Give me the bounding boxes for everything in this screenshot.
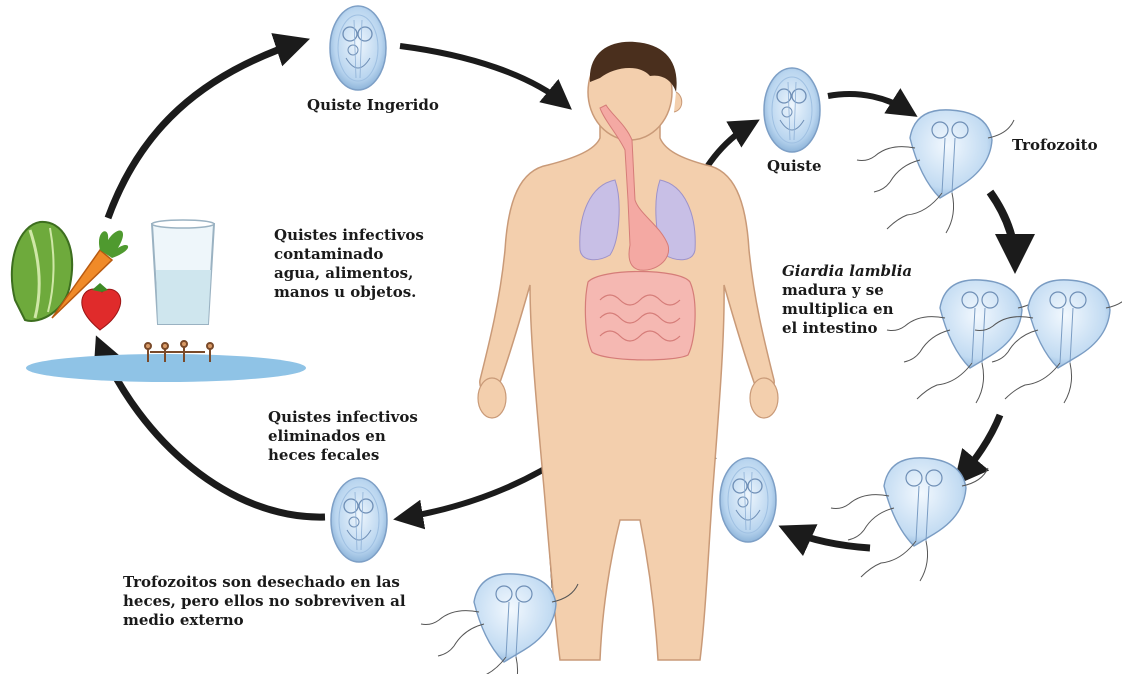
species-name: Giardia lamblia: [782, 262, 912, 281]
label-line: contaminado: [274, 245, 424, 264]
label-line: heces fecales: [268, 446, 418, 465]
strawberry-icon: [82, 283, 121, 330]
label-quiste-ingerido: Quiste Ingerido: [307, 96, 439, 115]
ingested-cyst-illustration: [330, 6, 386, 90]
dividing-trophozoite-illustration: [887, 280, 1122, 403]
arrow-multiply-down: [960, 415, 1000, 478]
arrow-cyst-to-trophozoite: [828, 94, 910, 112]
eliminated-cyst-illustration: [331, 478, 387, 562]
label-giardia-lamblia: Giardia lamblia madura y se multiplica e…: [782, 262, 912, 338]
label-line: madura y se: [782, 281, 912, 300]
label-line: medio externo: [123, 611, 406, 630]
cyst-illustration-top: [764, 68, 820, 152]
label-line: Trofozoitos son desechado en las: [123, 573, 406, 592]
trophozoite-illustration: [857, 110, 1014, 233]
label-line: manos u objetos.: [274, 283, 424, 302]
label-line: eliminados en: [268, 427, 418, 446]
label-line: el intestino: [782, 319, 912, 338]
arrow-trophozoite-down: [990, 192, 1015, 262]
label-line: Quistes infectivos: [268, 408, 418, 427]
arrow-to-left-cyst: [788, 530, 870, 548]
label-trofozoitos-desechado: Trofozoitos son desechado en las heces, …: [123, 573, 406, 630]
label-line: agua, alimentos,: [274, 264, 424, 283]
label-quistes-eliminados: Quistes infectivos eliminados en heces f…: [268, 408, 418, 465]
label-line: Quistes infectivos: [274, 226, 424, 245]
label-quiste: Quiste: [767, 157, 822, 176]
label-line: multiplica en: [782, 300, 912, 319]
label-quistes-infectivos-contaminado: Quistes infectivos contaminado agua, ali…: [274, 226, 424, 302]
label-line: heces, pero ellos no sobreviven al: [123, 592, 406, 611]
arrow-to-ingested-cyst: [108, 42, 300, 218]
water-glass-icon: [152, 220, 214, 324]
label-trofozoito: Trofozoito: [1012, 136, 1098, 155]
cyst-illustration-bottom: [720, 458, 776, 542]
